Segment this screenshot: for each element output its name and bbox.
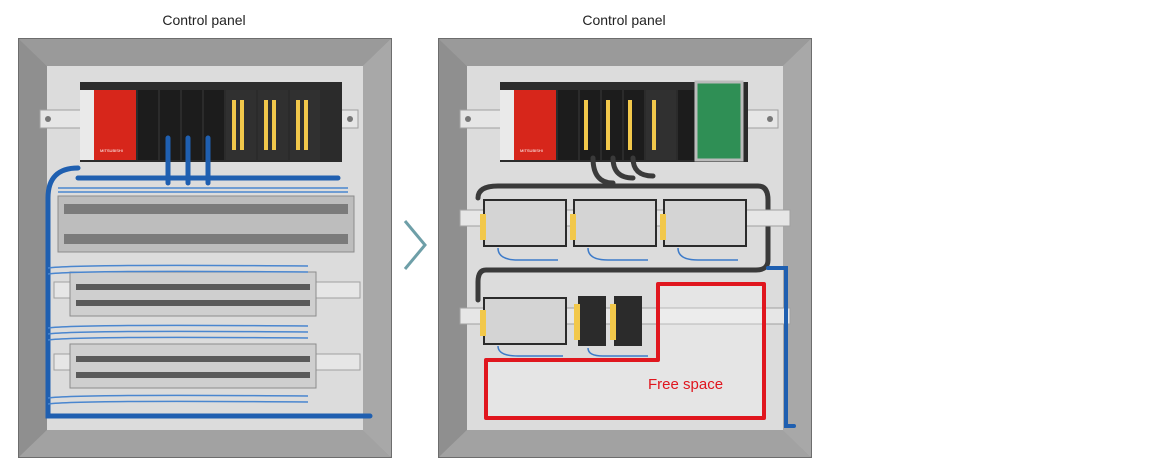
green-module (694, 80, 744, 162)
blue-cabling (45, 135, 373, 419)
terminal-block-row-2 (69, 271, 317, 317)
right-control-panel: MITSUBISHI Fr (438, 38, 812, 458)
left-panel-title: Control panel (162, 12, 246, 28)
dark-cabling (475, 155, 771, 303)
io-modules (138, 90, 320, 160)
plc-brand-label: MITSUBISHI (100, 148, 123, 153)
terminal-block-row-3 (69, 343, 317, 389)
free-space-outline (484, 282, 766, 420)
interface-modules-row-1 (483, 199, 747, 247)
chevron-right-icon (403, 220, 427, 270)
blue-wires (497, 247, 738, 357)
interface-modules-row-2 (483, 296, 642, 346)
left-control-panel: MITSUBISHI (18, 38, 392, 458)
cabinet-bevel (19, 39, 391, 66)
plc-cpu (94, 90, 136, 160)
right-panel-title: Control panel (582, 12, 666, 28)
plc-brand-label: MITSUBISHI (520, 148, 543, 153)
blue-wires (47, 187, 348, 405)
blue-cabling (766, 266, 796, 428)
plc-cpu (514, 90, 556, 160)
free-space-label: Free space (648, 376, 723, 393)
